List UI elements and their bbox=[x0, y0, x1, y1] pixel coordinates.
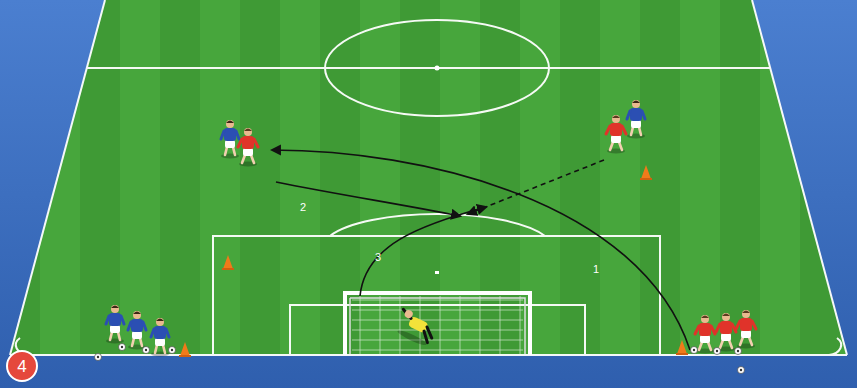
pass-number: 1 bbox=[593, 264, 599, 275]
badge-number: 4 bbox=[17, 358, 26, 375]
pass-number: 3 bbox=[375, 252, 381, 263]
step-badge: 4 bbox=[6, 350, 38, 382]
pass-number: 2 bbox=[300, 202, 306, 213]
